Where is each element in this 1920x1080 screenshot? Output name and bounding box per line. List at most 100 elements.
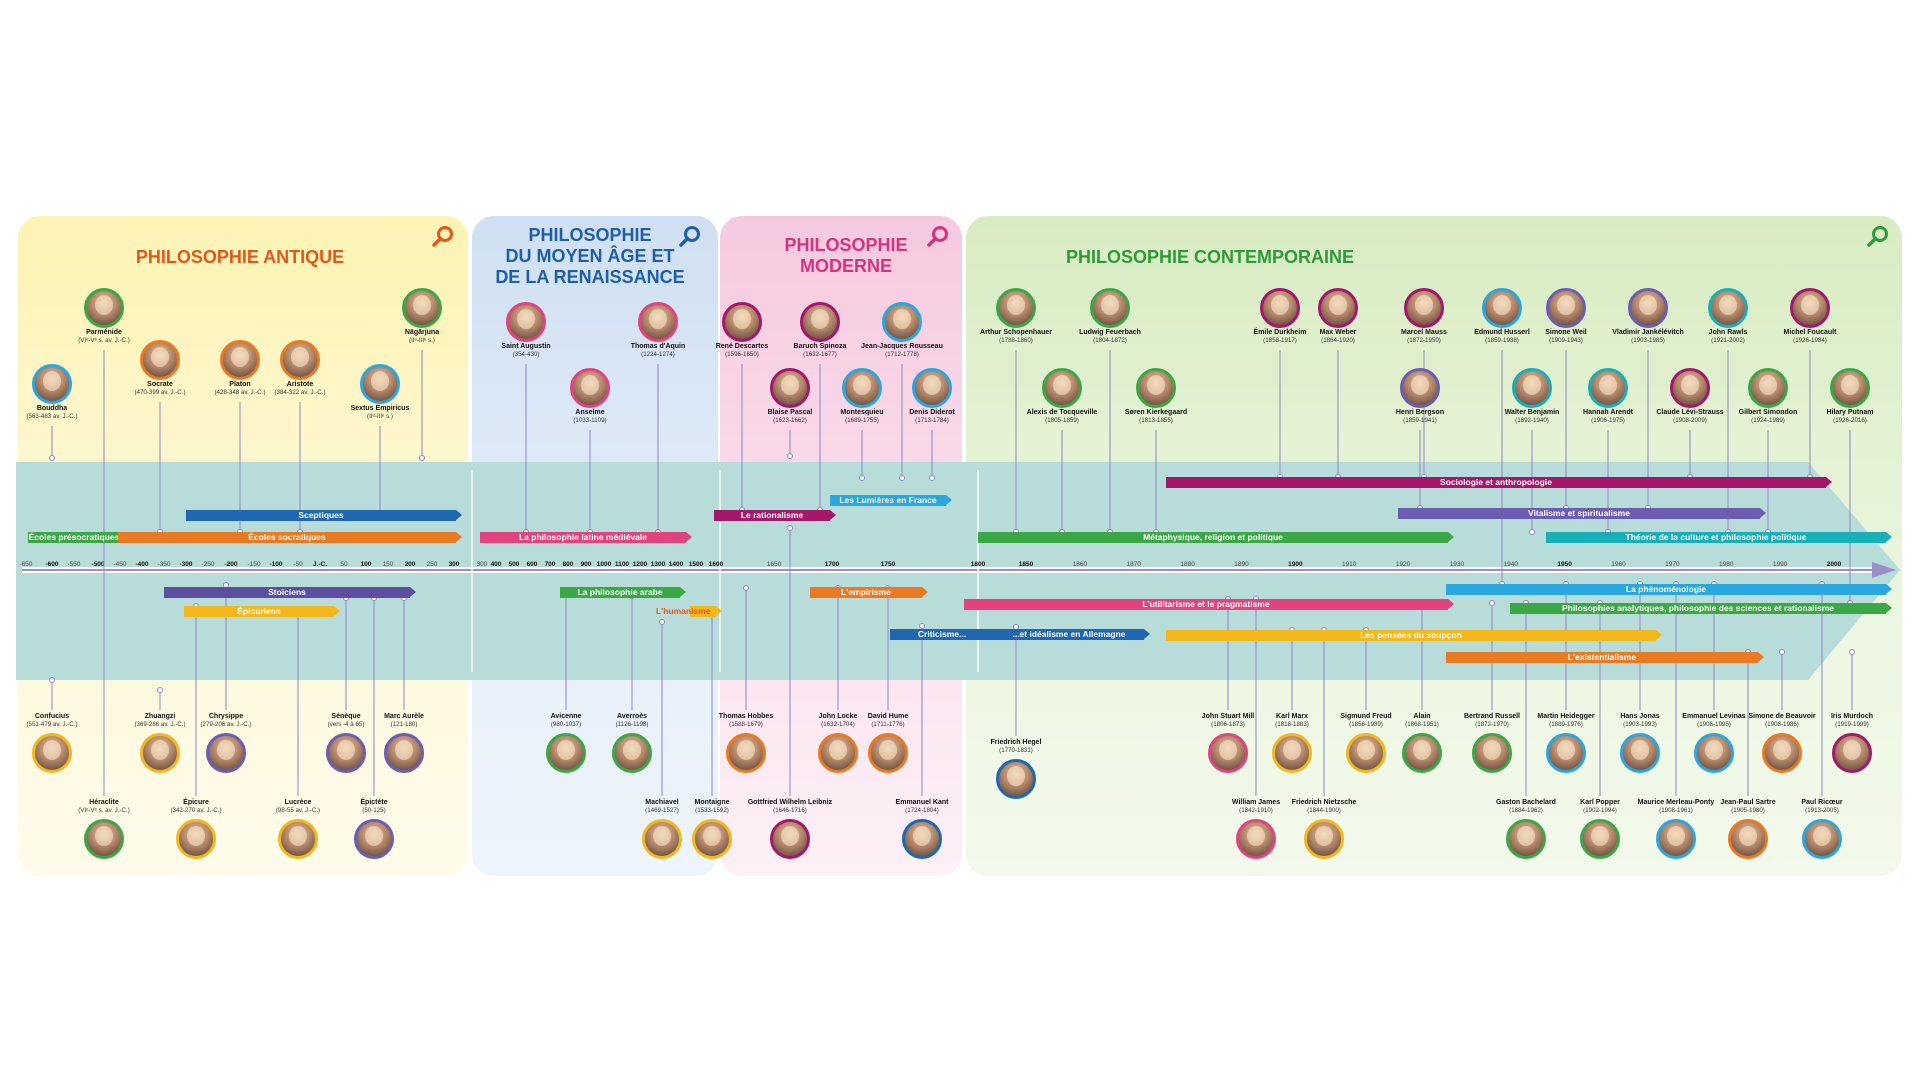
philosopher-card[interactable]: Emmanuel Kant(1724-1804) (862, 798, 982, 859)
philosopher-card[interactable]: Hilary Putnam(1926-2016) (1790, 368, 1910, 425)
philosopher-card[interactable]: Sextus Empiricus(IIᵉ-IIIᵉ s.) (320, 364, 440, 421)
philosopher-card[interactable]: Thomas Hobbes(1588-1679) (686, 712, 806, 773)
philosopher-card[interactable]: Friedrich Hegel(1770-1831) (956, 738, 1076, 799)
magnifier-icon[interactable] (431, 224, 455, 248)
philosopher-card[interactable]: John Rawls(1921-2002) (1668, 288, 1788, 345)
movement-bar[interactable]: Épicuriens (184, 606, 340, 617)
philosopher-card[interactable]: Machiavel(1469-1527) (602, 798, 722, 859)
philosopher-card[interactable]: René Descartes(1596-1650) (682, 302, 802, 359)
philosopher-card[interactable]: Platon(428-348 av. J.-C.) (180, 340, 300, 397)
philosopher-card[interactable]: Héraclite(VIᵉ-Vᵉ s. av. J.-C.) (44, 798, 164, 859)
philosopher-card[interactable]: Marcel Mauss(1872-1950) (1364, 288, 1484, 345)
philosopher-card[interactable]: John Locke(1632-1704) (778, 712, 898, 773)
movement-bar[interactable]: La philosophie arabe (560, 587, 686, 598)
movement-bar[interactable]: Vitalisme et spiritualisme (1398, 508, 1766, 519)
philosopher-card[interactable]: Michel Foucault(1926-1984) (1750, 288, 1870, 345)
philosopher-card[interactable]: Épictète(50-125) (314, 798, 434, 859)
philosopher-card[interactable]: Jean-Paul Sartre(1905-1980) (1688, 798, 1808, 859)
philosopher-card[interactable]: Baruch Spinoza(1632-1677) (760, 302, 880, 359)
philosopher-card[interactable]: Émile Durkheim(1858-1917) (1220, 288, 1340, 345)
movement-bar[interactable]: L'empirisme (810, 587, 928, 598)
movement-bar[interactable]: L'existentialisme (1446, 652, 1764, 663)
movement-bar[interactable]: Métaphysique, religion et politique (978, 532, 1454, 543)
movement-bar[interactable]: L'humanisme (656, 606, 722, 617)
magnifier-icon[interactable] (678, 224, 702, 248)
philosopher-card[interactable]: Emmanuel Levinas(1906-1995) (1654, 712, 1774, 773)
philosopher-card[interactable]: Bertrand Russell(1872-1970) (1432, 712, 1552, 773)
philosopher-card[interactable]: Alain(1868-1951) (1362, 712, 1482, 773)
philosopher-card[interactable]: John Stuart Mill(1806-1873) (1168, 712, 1288, 773)
philosopher-card[interactable]: Averroès(1126-1198) (572, 712, 692, 773)
movement-bar[interactable]: Écoles présocratiques (28, 532, 126, 543)
philosopher-card[interactable]: Claude Lévi-Strauss(1908-2009) (1630, 368, 1750, 425)
movement-bar[interactable]: Criticisme... (890, 629, 1000, 640)
movement-bar[interactable]: ...et idéalisme en Allemagne (994, 629, 1150, 640)
philosopher-card[interactable]: Nāgārjuna(IIᵉ-IIIᵉ s.) (362, 288, 482, 345)
philosopher-card[interactable]: Max Weber(1864-1920) (1278, 288, 1398, 345)
philosopher-card[interactable]: Walter Benjamin(1892-1940) (1472, 368, 1592, 425)
philosopher-card[interactable]: Edmund Husserl(1859-1938) (1442, 288, 1562, 345)
philosopher-card[interactable]: Parménide(VIᵉ-Vᵉ s. av. J.-C.) (44, 288, 164, 345)
axis-tick-label: 1000 (596, 561, 612, 568)
philosopher-card[interactable]: Jean-Jacques Rousseau(1712-1778) (842, 302, 962, 359)
philosopher-card[interactable]: Simone Weil(1909-1943) (1506, 288, 1626, 345)
philosopher-card[interactable]: Karl Popper(1902-1994) (1540, 798, 1660, 859)
philosopher-card[interactable]: Maurice Merleau-Ponty(1908-1961) (1616, 798, 1736, 859)
philosopher-card[interactable]: Ludwig Feuerbach(1804-1872) (1050, 288, 1170, 345)
philosopher-card[interactable]: David Hume(1711-1776) (828, 712, 948, 773)
philosopher-card[interactable]: Gaston Bachelard(1884-1962) (1466, 798, 1586, 859)
philosopher-card[interactable]: Montaigne(1533-1592) (652, 798, 772, 859)
philosopher-card[interactable]: Saint Augustin(354-430) (466, 302, 586, 359)
philosopher-card[interactable]: Hannah Arendt(1906-1975) (1548, 368, 1668, 425)
philosopher-card[interactable]: Anselme(1033-1109) (530, 368, 650, 425)
philosopher-card[interactable]: Vladimir Jankélévitch(1903-1985) (1588, 288, 1708, 345)
philosopher-card[interactable]: Martin Heidegger(1889-1976) (1506, 712, 1626, 773)
philosopher-dates: (1913-2005) (1805, 807, 1839, 814)
philosopher-card[interactable]: Hans Jonas(1903-1993) (1580, 712, 1700, 773)
philosopher-name: Simone Weil (1545, 329, 1587, 336)
philosopher-card[interactable]: Friedrich Nietzsche(1844-1900) (1264, 798, 1384, 859)
philosopher-card[interactable]: Avicenne(980-1037) (506, 712, 626, 773)
movement-bar[interactable]: Les Lumières en France (830, 495, 952, 506)
philosopher-card[interactable]: Simone de Beauvoir(1908-1986) (1722, 712, 1842, 773)
philosopher-card[interactable]: Sigmund Freud(1856-1939) (1306, 712, 1426, 773)
movement-bar[interactable]: Les pensées du soupçon (1166, 630, 1662, 641)
movement-bar[interactable]: Philosophies analytiques, philosophie de… (1510, 603, 1892, 614)
movement-bar[interactable]: Le rationalisme (714, 510, 836, 521)
philosopher-card[interactable]: Alexis de Tocqueville(1805-1859) (1002, 368, 1122, 425)
philosopher-card[interactable]: Aristote(384-322 av. J.-C.) (240, 340, 360, 397)
philosopher-card[interactable]: Thomas d'Aquin(1224-1274) (598, 302, 718, 359)
philosopher-card[interactable]: Lucrèce(98-55 av. J.-C.) (238, 798, 358, 859)
movement-bar[interactable]: Théorie de la culture et philosophie pol… (1546, 532, 1892, 543)
philosopher-card[interactable]: Marc Aurèle(121-180) (344, 712, 464, 773)
philosopher-name: Gilbert Simondon (1738, 409, 1798, 416)
movement-bar[interactable]: La phénoménologie (1446, 584, 1892, 595)
philosopher-card[interactable]: Denis Diderot(1713-1784) (872, 368, 992, 425)
philosopher-card[interactable]: Chrysippe(279-206 av. J.-C.) (166, 712, 286, 773)
movement-bar[interactable]: La philosophie latine médiévale (480, 532, 692, 543)
movement-bar[interactable]: L'utilitarisme et le pragmatisme (964, 599, 1454, 610)
movement-bar[interactable]: Stoïciens (164, 587, 416, 598)
philosopher-card[interactable]: William James(1842-1910) (1196, 798, 1316, 859)
philosopher-card[interactable]: Confucius(551-479 av. J.-C.) (0, 712, 112, 773)
philosopher-card[interactable]: Blaise Pascal(1623-1662) (730, 368, 850, 425)
movement-bar[interactable]: Écoles socratiques (118, 532, 462, 543)
philosopher-card[interactable]: Montesquieu(1689-1755) (802, 368, 922, 425)
philosopher-card[interactable]: Iris Murdoch(1919-1999) (1792, 712, 1912, 773)
philosopher-card[interactable]: Socrate(470-399 av. J.-C.) (100, 340, 220, 397)
magnifier-icon[interactable] (1866, 224, 1890, 248)
magnifier-icon[interactable] (926, 224, 950, 248)
philosopher-card[interactable]: Gilbert Simondon(1924-1989) (1708, 368, 1828, 425)
philosopher-card[interactable]: Épicure(342-270 av. J.-C.) (136, 798, 256, 859)
philosopher-card[interactable]: Søren Kierkegaard(1813-1855) (1096, 368, 1216, 425)
philosopher-card[interactable]: Henri Bergson(1859-1941) (1360, 368, 1480, 425)
movement-bar[interactable]: Sociologie et anthropologie (1166, 477, 1832, 488)
philosopher-card[interactable]: Paul Ricœur(1913-2005) (1762, 798, 1882, 859)
philosopher-card[interactable]: Arthur Schopenhauer(1788-1860) (956, 288, 1076, 345)
philosopher-card[interactable]: Sénèque(vers -4 à 65) (286, 712, 406, 773)
philosopher-card[interactable]: Bouddha(563-483 av. J.-C.) (0, 364, 112, 421)
philosopher-card[interactable]: Gottfried Wilhelm Leibniz(1646-1716) (730, 798, 850, 859)
philosopher-card[interactable]: Karl Marx(1818-1883) (1232, 712, 1352, 773)
philosopher-card[interactable]: Zhuangzi(369-286 av. J.-C.) (100, 712, 220, 773)
movement-bar[interactable]: Sceptiques (186, 510, 462, 521)
